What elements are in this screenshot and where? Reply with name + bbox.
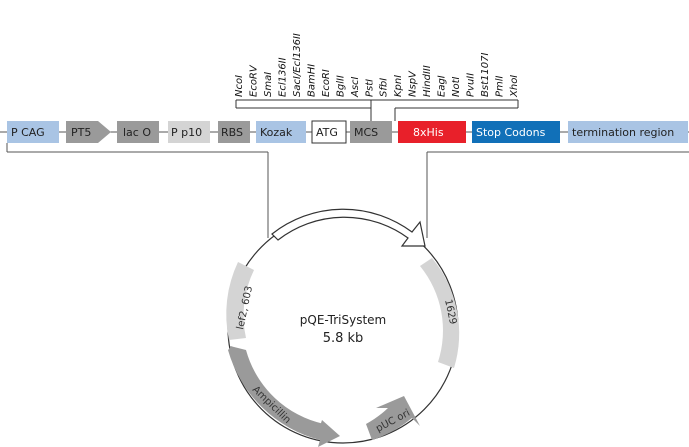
- restriction-site-label: EcoRI: [321, 69, 332, 97]
- svg-text:RBS: RBS: [221, 126, 243, 139]
- feature-1629: 1629: [420, 258, 460, 368]
- restriction-site-label: PvuII: [466, 73, 477, 97]
- restriction-site-label: PstI: [364, 79, 375, 97]
- svg-text:lac O: lac O: [123, 126, 151, 139]
- restriction-site-label: Ecl136II: [277, 57, 288, 97]
- svg-text:ATG: ATG: [316, 126, 338, 139]
- svg-text:P CAG: P CAG: [11, 126, 45, 139]
- feature-lef2: lef2, 603: [226, 262, 255, 340]
- cassette-rbs: RBS: [218, 121, 250, 143]
- svg-text:8xHis: 8xHis: [413, 126, 444, 139]
- restriction-site-label: NspV: [408, 70, 419, 97]
- svg-text:termination region: termination region: [572, 126, 674, 139]
- restriction-site-label: PmlI: [495, 75, 506, 97]
- svg-text:PT5: PT5: [71, 126, 91, 139]
- restriction-site-label: BglII: [335, 75, 346, 97]
- cassette-atg: ATG: [311, 120, 347, 144]
- restriction-site-label: SmaI: [263, 72, 274, 97]
- plasmid-name: pQE-TriSystem: [300, 313, 386, 327]
- restriction-site-label: XhoI: [509, 75, 520, 98]
- plasmid-backbone: [227, 212, 459, 444]
- cassette-mcs: MCS: [350, 121, 392, 143]
- svg-text:P p10: P p10: [171, 126, 202, 139]
- cassette-lac-o: lac O: [117, 121, 159, 143]
- restriction-site-label: AscI: [350, 76, 361, 98]
- restriction-site-label: SacI/Ecl136II: [292, 33, 303, 97]
- restriction-site-label: HindIII: [422, 65, 433, 97]
- feature-puc-ori: pUC ori: [366, 396, 420, 440]
- cassette-pt5: PT5: [66, 121, 111, 143]
- svg-text:Ampicillin: Ampicillin: [250, 384, 293, 426]
- cassette-stop-codons: Stop Codons: [472, 121, 560, 143]
- cassette-p-p10: P p10: [168, 121, 210, 143]
- svg-text:MCS: MCS: [354, 126, 378, 139]
- svg-text:Stop Codons: Stop Codons: [476, 126, 546, 139]
- cassette-p-cag: P CAG: [7, 121, 59, 143]
- svg-text:1629: 1629: [442, 298, 458, 325]
- plasmid-size: 5.8 kb: [323, 331, 364, 346]
- cassette-kozak: Kozak: [256, 121, 306, 143]
- cassette-8xhis: 8xHis: [398, 121, 466, 143]
- cassette-termination-region: termination region: [568, 121, 688, 143]
- restriction-site-label: EagI: [437, 75, 448, 97]
- restriction-site-label: NcoI: [234, 75, 245, 97]
- feature-ampicillin: Ampicillin: [228, 346, 340, 447]
- svg-text:Kozak: Kozak: [260, 126, 293, 139]
- restriction-site-label: KpnI: [393, 75, 404, 97]
- mcs-bracket: [235, 99, 519, 121]
- restriction-site-label: NotI: [451, 76, 462, 97]
- restriction-site-label: SfbI: [379, 78, 390, 97]
- restriction-site-label: Bst1107I: [480, 53, 491, 97]
- restriction-site-label: BamHI: [306, 64, 317, 97]
- expression-cassette-arrow: [271, 208, 426, 247]
- restriction-site-label: EcoRV: [249, 64, 260, 97]
